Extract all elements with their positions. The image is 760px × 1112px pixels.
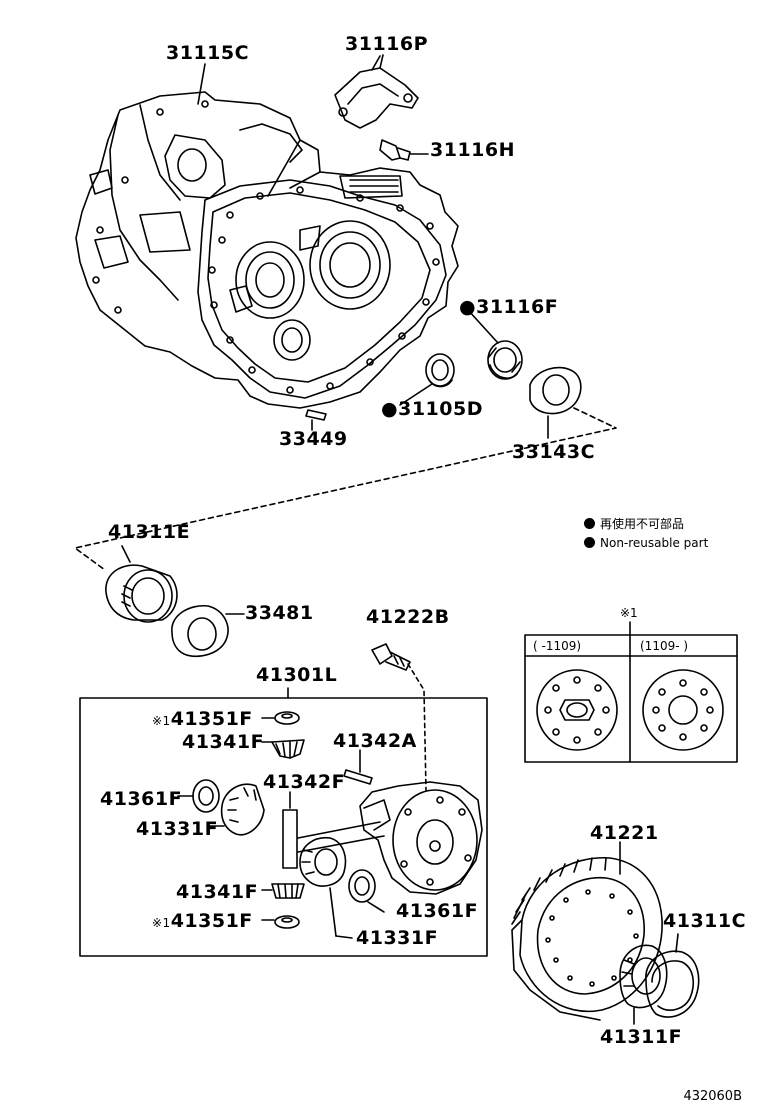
ring-gear	[511, 841, 663, 1021]
label-33143C: 33143C	[512, 441, 596, 463]
washer-variant-old	[536, 669, 618, 751]
label-31105D: ●31105D	[381, 398, 483, 420]
inset-col-right: (1109- )	[640, 639, 689, 653]
legend-dot	[584, 537, 595, 548]
label-41342A: 41342A	[333, 730, 417, 752]
label-41361F-right: 41361F	[396, 900, 479, 922]
differential-assembly-box	[79, 697, 488, 957]
non-reusable-marker: ●	[459, 296, 477, 318]
label-41342F: 41342F	[263, 771, 346, 793]
inset-col-left: ( -1109)	[533, 639, 582, 653]
legend-dot	[584, 518, 595, 529]
thrust-washer-top	[261, 711, 300, 725]
bearing-41311E	[105, 545, 178, 623]
pinion-shaft	[282, 791, 298, 869]
label-41361F-left: 41361F	[100, 788, 183, 810]
oil-seal-31105D	[399, 353, 455, 406]
side-gear-left	[207, 783, 265, 836]
label-33449: 33449	[279, 428, 348, 450]
bearing-cup-33143C	[529, 366, 582, 439]
bearing-cup-41311C	[645, 933, 700, 1018]
diagram-reference-code: 432060B	[683, 1089, 742, 1104]
side-gear-right	[299, 837, 353, 939]
pinion-gear-top	[261, 739, 305, 759]
label-31116H: 31116H	[430, 139, 516, 161]
label-41221: 41221	[590, 822, 659, 844]
washer-variant-new	[642, 669, 724, 751]
label-41311F: 41311F	[600, 1026, 683, 1048]
label-41301L: 41301L	[256, 664, 338, 686]
bearing-cup-33481	[171, 605, 245, 658]
transaxle-case	[75, 91, 459, 409]
legend-japanese: 再使用不可部品	[584, 515, 684, 532]
label-41311C: 41311C	[663, 910, 747, 932]
label-41351F-top: ※141351F	[152, 708, 253, 730]
pinion-gear-bottom	[261, 883, 305, 899]
bearing-41311F	[619, 944, 668, 1025]
label-31116F: ●31116F	[459, 296, 559, 318]
dowel-pin	[305, 409, 327, 431]
label-41311E: 41311E	[108, 521, 191, 543]
drain-bolt	[379, 139, 429, 161]
inset-box	[524, 621, 738, 763]
label-41341F-bottom: 41341F	[176, 881, 259, 903]
oil-seal-31116F	[467, 309, 523, 380]
cover-plate	[334, 54, 419, 129]
side-gear-washer-right	[348, 869, 385, 913]
label-41331F-bottom: 41331F	[356, 927, 439, 949]
ring-gear-bolt	[371, 643, 427, 791]
label-31115C: 31115C	[166, 42, 250, 64]
note-marker: ※1	[152, 714, 171, 728]
label-41341F-top: 41341F	[182, 731, 265, 753]
label-41222B: 41222B	[366, 606, 450, 628]
pinion-pin-short	[343, 749, 373, 785]
differential-case	[297, 781, 483, 895]
inset-title: ※1	[620, 606, 638, 620]
legend-english: Non-reusable part	[584, 536, 708, 550]
thrust-washer-bottom	[261, 915, 300, 929]
non-reusable-marker: ●	[381, 398, 399, 420]
label-33481: 33481	[245, 602, 314, 624]
note-marker: ※1	[152, 916, 171, 930]
label-41331F-top: 41331F	[136, 818, 219, 840]
label-41351F-bottom: ※141351F	[152, 910, 253, 932]
side-gear-washer-left	[177, 779, 220, 813]
label-31116P: 31116P	[345, 33, 429, 55]
